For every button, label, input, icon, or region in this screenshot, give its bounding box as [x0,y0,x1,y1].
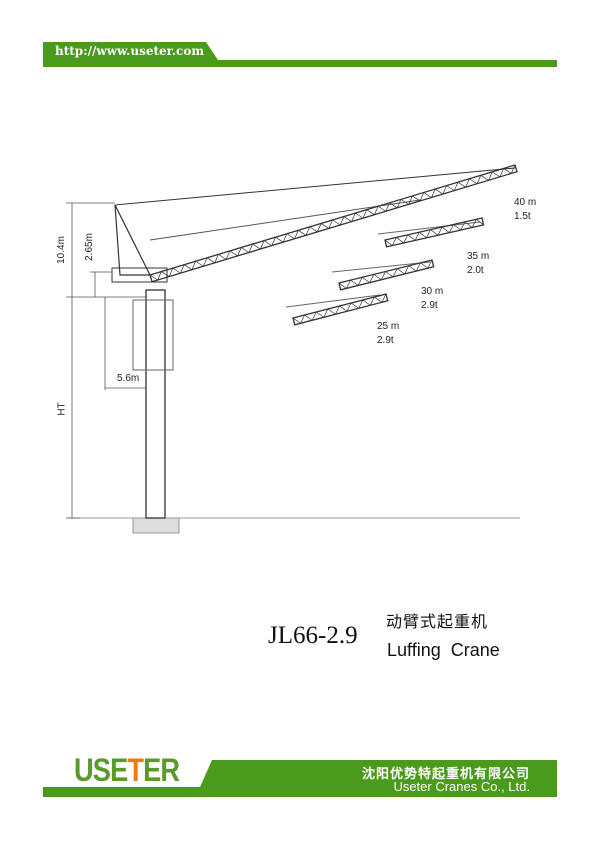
footer-band [43,760,557,797]
dim-height-top: 2.65m [83,233,95,261]
tower-mast [145,289,166,519]
company-name-en: Useter Cranes Co., Ltd. [393,779,530,794]
dim-radius-min: 5.6m [117,373,140,384]
model-number: JL66-2.9 [268,622,358,649]
climbing-frame [132,299,174,371]
header-url[interactable]: http://www.useter.com [55,44,205,58]
product-name-en: Luffing Crane [387,640,500,660]
boom-25m [292,293,389,326]
boom-35m [384,217,485,248]
a-frame [114,204,151,276]
dim-tower-height: HT [56,402,68,416]
useter-logo: USETER [74,752,180,788]
tie-cable [114,167,516,206]
dimension-lines [66,202,146,519]
header-tab [43,42,557,67]
foundation [132,517,180,534]
boom-30m [338,259,435,291]
company-name-cn: 沈阳优势特起重机有限公司 [361,766,530,781]
crane-drawing [66,164,520,534]
dim-height-total: 10.4m [55,236,67,264]
product-name-cn: 动臂式起重机 [386,614,489,631]
main-boom-40m [149,164,518,283]
